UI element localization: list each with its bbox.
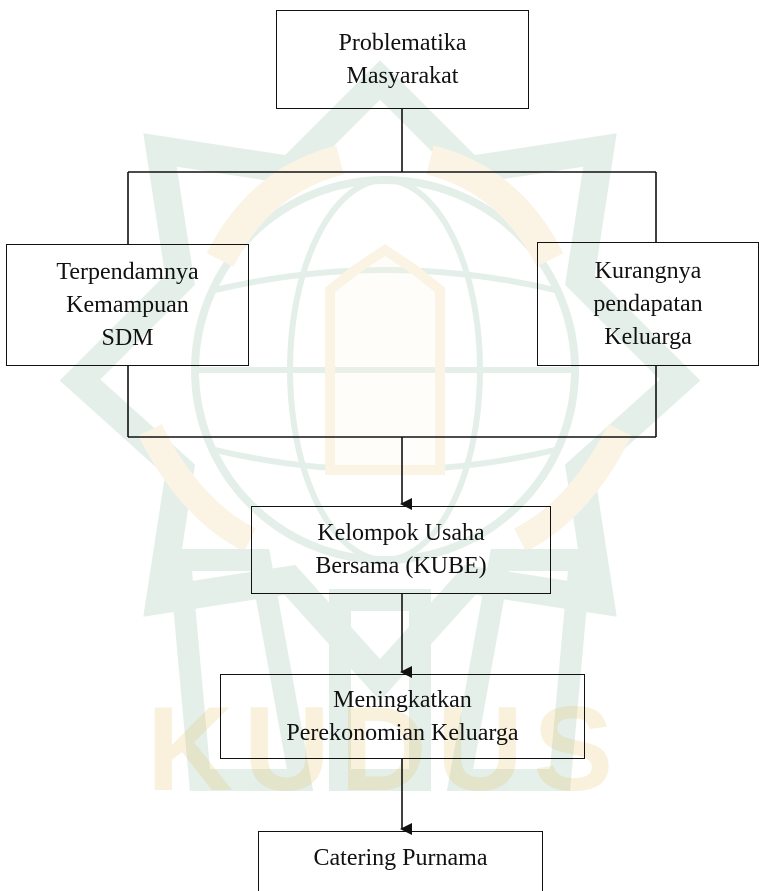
node-terpendamnya: Terpendamnya Kemampuan SDM — [6, 244, 249, 366]
emblem-lower-right — [446, 549, 593, 791]
node-kube-label: Kelompok Usaha Bersama (KUBE) — [315, 520, 487, 579]
watermark-text: KUDUS — [147, 682, 624, 816]
emblem-lower-left — [167, 549, 314, 791]
node-kube: Kelompok Usaha Bersama (KUBE) — [251, 506, 551, 594]
emblem-tower — [325, 243, 445, 475]
node-kurangnya: Kurangnya pendapatan Keluarga — [537, 242, 759, 366]
node-problematika-label: Problematika Masyarakat — [338, 29, 467, 89]
emblem-globe — [191, 176, 579, 564]
node-problematika: Problematika Masyarakat — [276, 10, 529, 109]
node-meningkatkan: Meningkatkan Perekonomian Keluarga — [220, 674, 585, 759]
node-meningkatkan-label: Meningkatkan Perekonomian Keluarga — [286, 686, 519, 746]
node-catering: Catering Purnama — [258, 831, 543, 891]
emblem-gold-arc-left — [206, 145, 344, 267]
node-catering-label: Catering Purnama — [313, 845, 488, 871]
node-terpendamnya-label: Terpendamnya Kemampuan SDM — [56, 258, 199, 351]
node-kurangnya-label: Kurangnya pendapatan Keluarga — [593, 257, 703, 350]
emblem-star-outline — [59, 60, 701, 701]
